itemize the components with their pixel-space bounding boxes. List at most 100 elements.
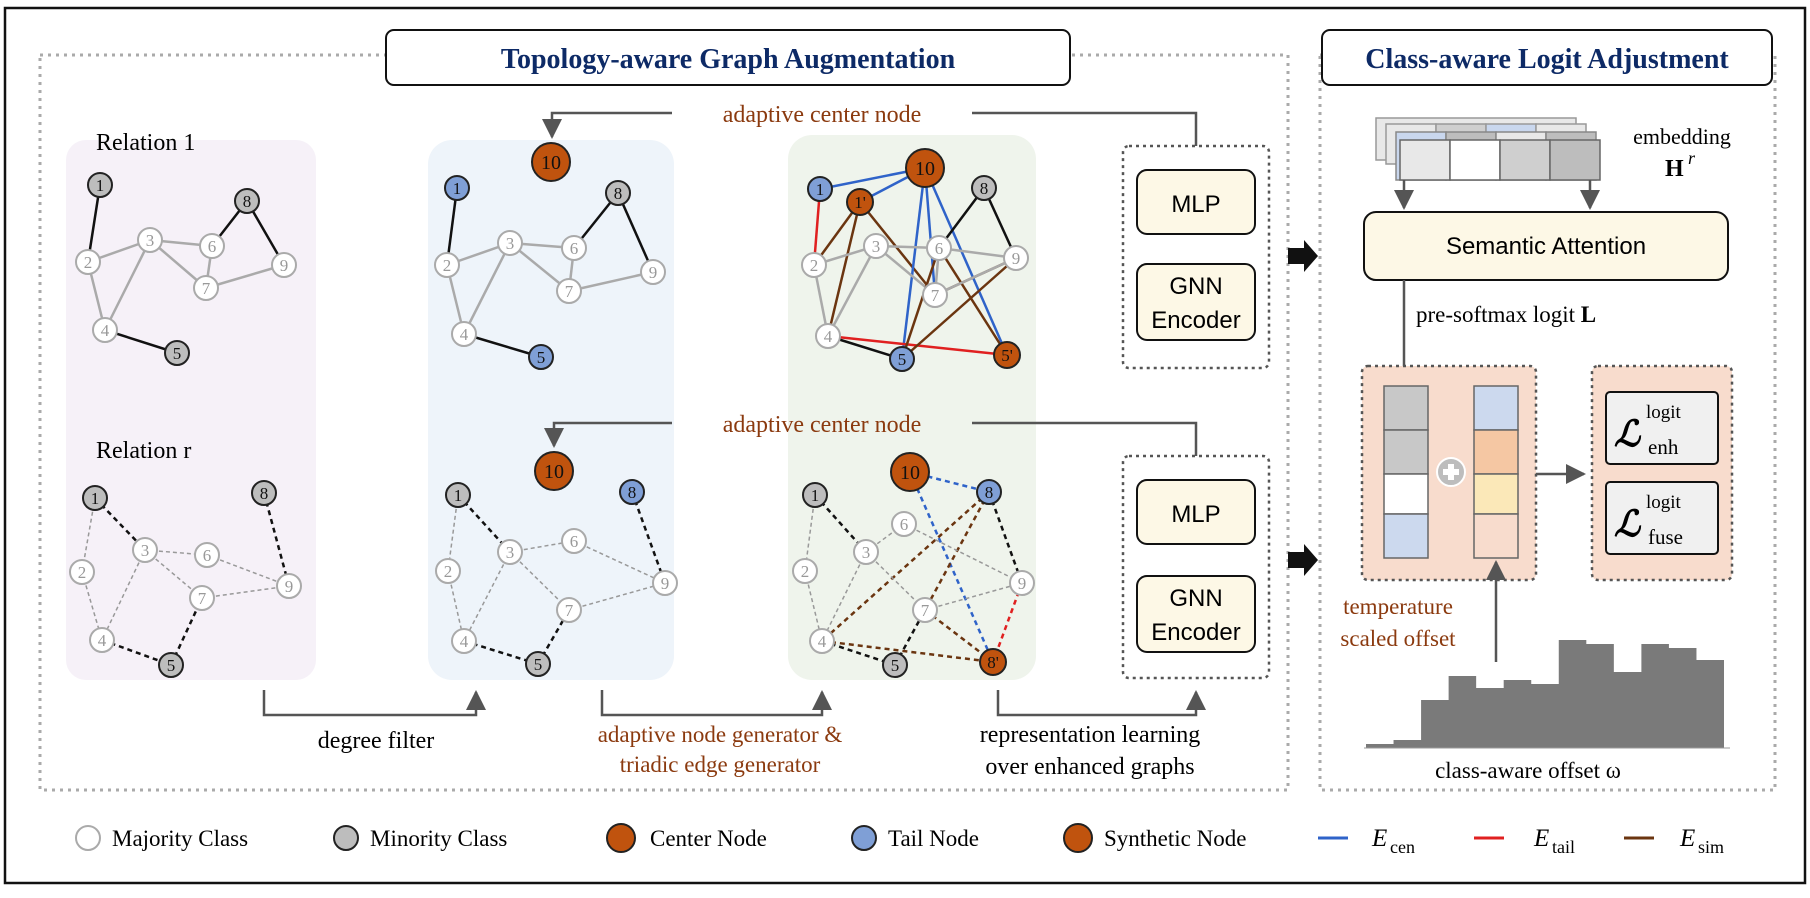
loss-enh-sub: enh (1648, 435, 1679, 459)
relr-edge-7 (201, 585, 290, 599)
filt1-node-2-label: 2 (443, 256, 452, 275)
augr-node-3: 3 (853, 539, 879, 565)
filt1-node-3-label: 3 (506, 234, 515, 253)
aug1-node-9: 9 (1003, 245, 1029, 271)
augr-node-5-label: 5 (891, 656, 900, 675)
rel1-node-8-label: 8 (243, 192, 252, 211)
rel1-node-2: 2 (75, 249, 101, 275)
graphs: 1234567891234567891234567891012345678910… (69, 142, 1035, 678)
legend-majority-icon (75, 825, 101, 851)
filtered-column-bg (428, 140, 674, 680)
rel1-node-5: 5 (164, 340, 190, 366)
filtr-node-3: 3 (497, 539, 523, 565)
augr-node-8-label: 8 (985, 483, 994, 502)
loss-enh-symbol: ℒ (1614, 414, 1642, 454)
augr-node-5: 5 (882, 652, 908, 678)
loss-fuse-sup: logit (1646, 492, 1682, 513)
aug1-node-5-label: 5 (898, 350, 907, 369)
rel1-node-1-label: 1 (96, 176, 105, 195)
filtr-edge-3 (463, 551, 511, 642)
left-title-box (385, 29, 1071, 86)
augr-edge-14 (924, 582, 1023, 611)
legend-tail-label: Tail Node (888, 826, 979, 851)
augr-edge-10 (821, 551, 867, 642)
filtr-node-10: 10 (534, 451, 574, 491)
generator-label-2: triadic edge generator (620, 752, 821, 777)
aug1-node-8-label: 8 (980, 179, 989, 198)
relation-1-label: Relation 1 (96, 130, 195, 156)
filtr-node-8-label: 8 (628, 483, 637, 502)
filtr-node-7: 7 (556, 597, 582, 623)
encoder-top: MLP GNN Encoder (1121, 144, 1271, 370)
filt1-node-5-label: 5 (537, 348, 546, 367)
aug1-node-2: 2 (801, 252, 827, 278)
loss-fuse-symbol: ℒ (1614, 504, 1642, 544)
filtr-node-2: 2 (435, 558, 461, 584)
rel1-edge-9 (205, 263, 285, 290)
right-section-border (1318, 53, 1777, 792)
aug1-node-1p: 1' (846, 188, 874, 216)
relation-r-label: Relation r (96, 438, 191, 464)
relr-node-8: 8 (251, 480, 277, 506)
filt1-node-10-label: 10 (541, 152, 561, 174)
generator-arrow (600, 690, 832, 717)
relr-node-7: 7 (189, 585, 215, 611)
aug1-node-1-label: 1 (816, 180, 825, 199)
aug1-edge-7 (923, 167, 937, 296)
augr-node-1-label: 1 (811, 486, 820, 505)
aug1-edge-15 (826, 245, 878, 337)
embedding-stack (1375, 117, 1601, 181)
filtr-edge-7 (568, 582, 666, 611)
filt1-node-1: 1 (444, 175, 470, 201)
aug1-node-5p: 5' (993, 341, 1021, 369)
augr-node-8p: 8' (979, 648, 1007, 676)
filt1-edge-3 (462, 242, 512, 335)
logit-vector (1383, 385, 1429, 559)
filt1-edge-9 (568, 270, 654, 293)
rel1-node-8: 8 (234, 188, 260, 214)
legend-ecen-E: E (1371, 825, 1387, 852)
legend-ecen-sub: cen (1390, 837, 1415, 857)
filt1-node-6: 6 (561, 235, 587, 261)
filt1-node-3: 3 (497, 230, 523, 256)
rel1-node-4-label: 4 (101, 321, 110, 340)
filt1-node-1-label: 1 (453, 179, 462, 198)
semantic-attention-label: Semantic Attention (1446, 233, 1646, 260)
offset-histogram (1366, 640, 1724, 748)
adaptive-center-arrow-top (542, 111, 1198, 146)
mlp-box-bottom (1136, 479, 1256, 545)
aug1-node-7: 7 (922, 282, 948, 308)
gnn-label-top-1: GNN (1169, 273, 1222, 300)
relr-node-3-label: 3 (141, 541, 150, 560)
left-title: Topology-aware Graph Augmentation (501, 44, 956, 75)
aug1-edge-11 (901, 257, 1017, 360)
aug1-edge-6 (900, 167, 927, 360)
augr-node-2: 2 (792, 558, 818, 584)
aug1-node-10-label: 10 (915, 158, 935, 180)
rel1-node-6: 6 (199, 233, 225, 259)
filt1-edge-10 (463, 332, 542, 359)
rel1-node-5-label: 5 (173, 344, 182, 363)
aug1-edge-4 (826, 201, 862, 337)
degree-filter-arrow (262, 690, 486, 717)
relr-node-2: 2 (69, 559, 95, 585)
representation-arrow (996, 690, 1206, 717)
aug1-edge-10 (937, 247, 1009, 356)
augr-node-6-label: 6 (900, 515, 909, 534)
aug1-node-1: 1 (807, 176, 833, 202)
gnn-label-bottom-2: Encoder (1151, 619, 1240, 646)
rel1-edge-3 (103, 239, 152, 331)
aug1-edge-24 (900, 247, 941, 360)
embedding-H-sup: r (1688, 148, 1696, 168)
relr-node-7-label: 7 (198, 589, 207, 608)
rel1-node-9-label: 9 (280, 256, 289, 275)
right-title: Class-aware Logit Adjustment (1365, 44, 1729, 75)
right-title-box (1321, 29, 1773, 86)
legend-minority-label: Minority Class (370, 826, 507, 851)
loss-fuse-sub: fuse (1648, 525, 1683, 549)
relr-node-5-label: 5 (167, 656, 176, 675)
temperature-label-2: scaled offset (1340, 626, 1456, 651)
presoftmax-label: pre-softmax logit L (1416, 302, 1596, 327)
relr-edge-5 (144, 549, 203, 599)
augr-edge-3 (821, 491, 990, 642)
